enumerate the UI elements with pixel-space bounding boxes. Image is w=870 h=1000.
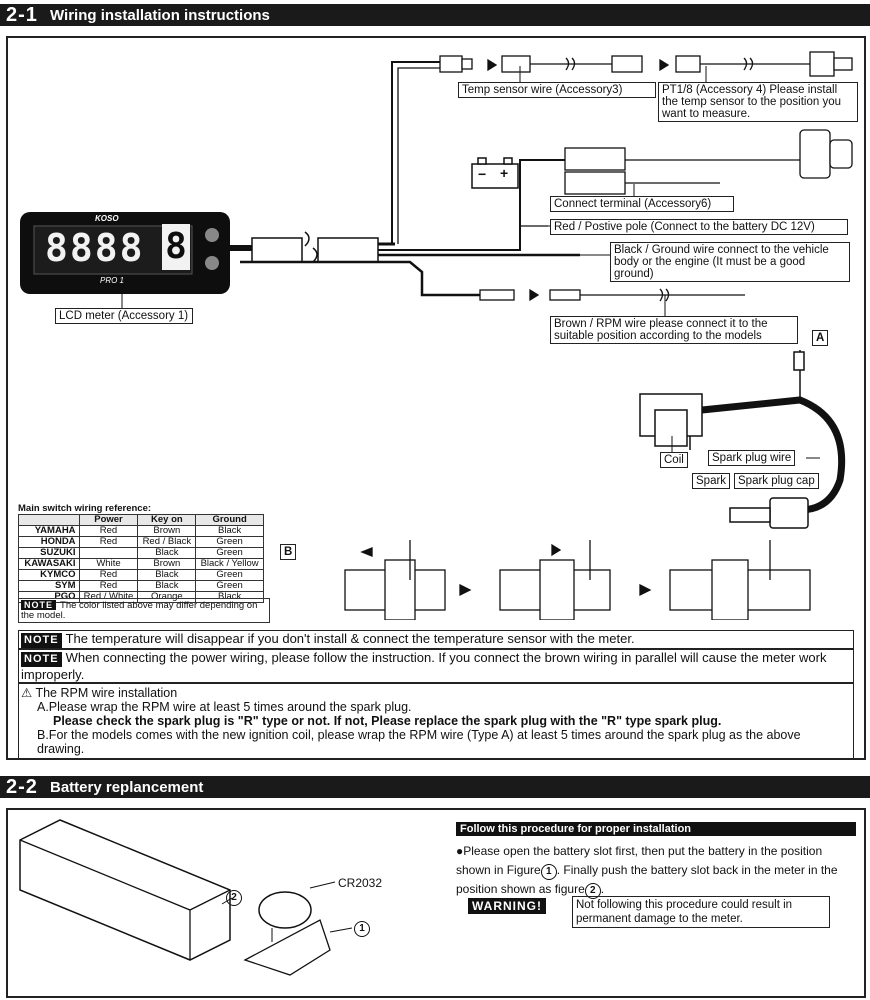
color-cell: Orange	[137, 591, 197, 603]
color-cell: Red / Black	[137, 536, 197, 548]
brand-cell: HONDA	[18, 536, 80, 548]
cr2032-label: CR2032	[338, 876, 383, 890]
rpm-a-bold: Please check the spark plug is "R" type …	[53, 714, 722, 728]
section-number: 2-2	[6, 775, 38, 798]
label-spark: Spark	[692, 473, 731, 489]
section-header-wiring: 2-1 Wiring installation instructions	[0, 4, 870, 26]
label-connect-terminal: Connect terminal (Accessory6)	[550, 196, 734, 212]
note-tag: NOTE	[21, 652, 62, 667]
warning-text: Not following this procedure could resul…	[572, 896, 830, 928]
color-cell: Red	[78, 569, 139, 581]
ref-header-cell: Key on	[137, 514, 197, 526]
ref-table-title: Main switch wiring reference:	[18, 503, 152, 514]
color-cell	[78, 547, 139, 559]
wiring-frame	[6, 36, 866, 760]
label-temp-sensor: Temp sensor wire (Accessory3)	[458, 82, 656, 98]
color-cell: White	[78, 558, 139, 570]
figure-2-ref: 2	[584, 883, 601, 899]
meter-model: PRO 1	[100, 276, 125, 285]
warning-tag: WARNING!	[468, 898, 546, 914]
marker-a: A	[812, 330, 829, 346]
color-cell: Black / Yellow	[195, 558, 264, 570]
rpm-install-box: ⚠ The RPM wire installation A.Please wra…	[18, 683, 854, 759]
section-title: Wiring installation instructions	[50, 6, 270, 24]
label-brown-wire: Brown / RPM wire please connect it to th…	[550, 316, 798, 344]
figure-1-marker: 1	[354, 921, 370, 937]
meter-digits: 8888	[45, 226, 145, 270]
label-coil: Coil	[660, 452, 688, 468]
color-cell: Black	[195, 525, 264, 537]
label-spark-plug-cap: Spark plug cap	[734, 473, 819, 489]
proc-p2: . Finally push the battery slot back in …	[456, 863, 838, 896]
brand-cell: SUZUKI	[18, 547, 80, 559]
label-pt18: PT1/8 (Accessory 4) Please install the t…	[658, 82, 858, 122]
color-cell: Black	[137, 569, 197, 581]
rpm-title: The RPM wire installation	[35, 686, 178, 700]
ref-note-text: The color listed above may differ depend…	[21, 600, 258, 621]
color-cell: Red / White	[78, 591, 139, 603]
note-1-text: The temperature will disappear if you do…	[65, 631, 635, 646]
brand-cell: KAWASAKI	[18, 558, 80, 570]
warning-triangle-icon: ⚠	[21, 686, 33, 700]
label-red-wire: Red / Postive pole (Connect to the batte…	[550, 219, 848, 235]
ref-header-cell	[18, 514, 80, 526]
section-header-battery: 2-2 Battery replancement	[0, 776, 870, 798]
meter-big-digit: 8	[162, 224, 190, 270]
color-cell: Red	[78, 536, 139, 548]
note-tag: NOTE	[21, 600, 57, 610]
ref-header-cell: Ground	[195, 514, 264, 526]
proc-p3: .	[600, 882, 605, 896]
color-cell: Green	[195, 536, 264, 548]
label-spark-plug-wire: Spark plug wire	[708, 450, 796, 466]
brand-cell: YAMAHA	[18, 525, 80, 537]
battery-diagram	[19, 819, 353, 976]
color-cell: Green	[195, 547, 264, 559]
label-lcd-meter: LCD meter (Accessory 1)	[55, 308, 193, 324]
figure-1-ref: 1	[540, 864, 557, 880]
color-cell: Red	[78, 580, 139, 592]
rpm-b: B.For the models comes with the new igni…	[37, 728, 801, 756]
procedure-text: ●Please open the battery slot first, the…	[456, 842, 852, 899]
color-cell: Black	[195, 591, 264, 603]
battery-minus: −	[478, 166, 487, 182]
procedure-title: Follow this procedure for proper install…	[456, 822, 856, 836]
wiring-diagram	[20, 51, 853, 620]
note-tag: NOTE	[21, 633, 62, 648]
section-number: 2-1	[6, 3, 38, 26]
note-2-text: When connecting the power wiring, please…	[21, 650, 827, 682]
color-cell: Red	[78, 525, 139, 537]
figure-2-marker: 2	[226, 890, 242, 906]
color-cell: Green	[195, 569, 264, 581]
ref-header-cell: Power	[78, 514, 139, 526]
battery-plus: +	[500, 165, 509, 181]
battery-frame	[6, 808, 866, 998]
brand-cell: KYMCO	[18, 569, 80, 581]
marker-b: B	[280, 544, 297, 560]
brand-cell: SYM	[18, 580, 80, 592]
meter-brand: KOSO	[95, 214, 119, 223]
label-black-wire: Black / Ground wire connect to the vehic…	[610, 242, 850, 282]
proc-p1: Please open the battery slot first, then…	[456, 844, 823, 877]
color-cell: Brown	[137, 558, 197, 570]
color-cell: Black	[137, 547, 197, 559]
section-title: Battery replancement	[50, 778, 204, 796]
bullet-icon: ●	[456, 844, 464, 858]
rpm-a: A.Please wrap the RPM wire at least 5 ti…	[37, 700, 412, 714]
color-cell: Green	[195, 580, 264, 592]
color-cell: Black	[137, 580, 197, 592]
color-cell: Brown	[137, 525, 197, 537]
